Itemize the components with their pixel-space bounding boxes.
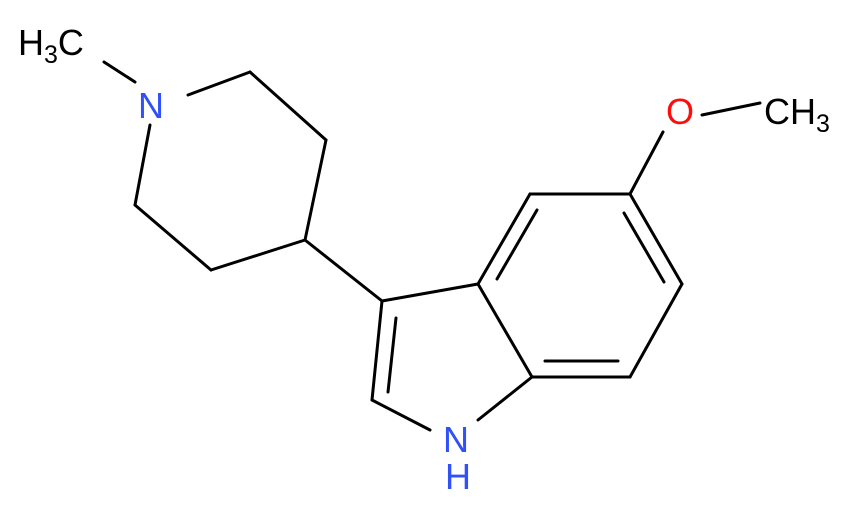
bond-methyl-n bbox=[102, 60, 137, 84]
bond-c3a-c4 bbox=[476, 192, 532, 286]
bond-c3-c3a bbox=[380, 282, 480, 303]
bond-n1-c7a bbox=[476, 375, 534, 422]
methyl-label-n: H3C bbox=[18, 22, 84, 69]
bond-c3-c4 bbox=[303, 138, 328, 242]
bond-c6-c7 bbox=[628, 282, 684, 379]
methyl-label-o: CH3 bbox=[764, 91, 830, 138]
bonds bbox=[102, 60, 762, 432]
bond-c3-c2 bbox=[370, 299, 384, 402]
bond-c3a-c4-inner bbox=[495, 208, 539, 281]
bond-c3a-c7a bbox=[476, 282, 534, 379]
bond-c2-n1 bbox=[370, 398, 432, 432]
methoxy-oxygen-label: O bbox=[666, 91, 694, 132]
bond-pip-indole bbox=[303, 238, 384, 303]
bond-c5-c6 bbox=[133, 203, 213, 272]
atom-labels: H3C N O CH3 N H bbox=[18, 22, 830, 497]
bond-c2-c3 bbox=[248, 70, 328, 142]
bond-c5-c6 bbox=[628, 192, 684, 286]
bond-c5-c6-inner bbox=[622, 211, 666, 284]
bond-c5-o bbox=[628, 130, 665, 196]
indole-hydrogen-label: H bbox=[445, 456, 471, 497]
bond-n-c2 bbox=[186, 70, 252, 97]
bond-c6-n bbox=[133, 123, 152, 207]
piperidine-nitrogen-label: N bbox=[138, 85, 164, 126]
indole-nitrogen-label: N bbox=[443, 419, 469, 460]
bond-o-ch3 bbox=[700, 101, 762, 117]
bond-c4-c5 bbox=[209, 238, 307, 272]
bond-c3-c2-inner bbox=[386, 316, 398, 394]
